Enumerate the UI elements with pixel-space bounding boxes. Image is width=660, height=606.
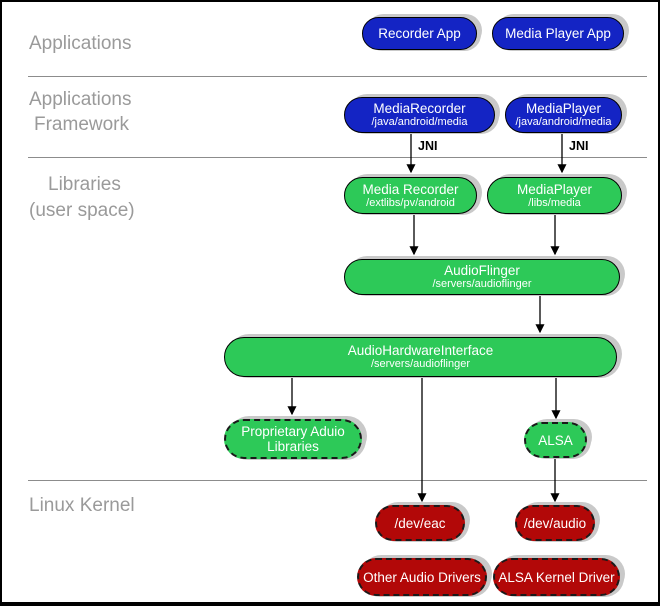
node-title: /dev/audio bbox=[523, 515, 587, 531]
node-title: MediaPlayer bbox=[516, 181, 593, 197]
node-title: AudioFlinger bbox=[444, 263, 520, 278]
node-alsa-kernel-driver: ALSA Kernel Driver bbox=[493, 558, 620, 596]
node-title: Recorder App bbox=[378, 26, 461, 41]
node-title: ALSA Kernel Driver bbox=[498, 569, 615, 585]
node-audioflinger: AudioFlinger /servers/audioflinger bbox=[344, 259, 620, 295]
section-label-framework-line2: Framework bbox=[34, 114, 130, 135]
section-label-linux-kernel: Linux Kernel bbox=[29, 495, 135, 516]
jni-label-left: JNI bbox=[418, 139, 438, 153]
node-title: AudioHardwareInterface bbox=[347, 343, 494, 358]
node-path: /java/android/media bbox=[371, 116, 468, 128]
node-title-line2: Libraries bbox=[267, 439, 319, 454]
divider-libraries-kernel bbox=[28, 480, 647, 481]
divider-applications-framework bbox=[28, 76, 647, 77]
node-mediaplayer-framework: MediaPlayer /java/android/media bbox=[505, 97, 622, 133]
node-dev-eac: /dev/eac bbox=[375, 505, 465, 541]
node-other-audio-drivers: Other Audio Drivers bbox=[357, 558, 487, 596]
section-label-framework-line1: Applications bbox=[29, 89, 132, 110]
node-path: /servers/audioflinger bbox=[370, 358, 471, 370]
node-path: /java/android/media bbox=[515, 116, 612, 128]
node-title: MediaRecorder bbox=[373, 101, 466, 116]
jni-label-right: JNI bbox=[569, 139, 589, 153]
node-mediarecorder-framework: MediaRecorder /java/android/media bbox=[344, 97, 495, 133]
node-proprietary-audio-libraries: Proprietary Aduio Libraries bbox=[224, 419, 362, 459]
node-media-recorder-library: Media Recorder /extlibs/pv/android bbox=[344, 177, 477, 214]
node-audiohardwareinterface: AudioHardwareInterface /servers/audiofli… bbox=[224, 337, 617, 377]
node-path: /servers/audioflinger bbox=[432, 278, 532, 290]
node-title: Media Player App bbox=[505, 26, 611, 41]
node-title: Other Audio Drivers bbox=[363, 569, 481, 585]
node-path: /extlibs/pv/android bbox=[366, 196, 455, 209]
node-mediaplayer-library: MediaPlayer /libs/media bbox=[487, 177, 622, 214]
divider-framework-libraries bbox=[28, 157, 647, 158]
node-recorder-app: Recorder App bbox=[362, 17, 477, 50]
section-label-libraries-line1: Libraries bbox=[48, 174, 121, 195]
section-label-applications: Applications bbox=[29, 33, 132, 54]
node-path: /libs/media bbox=[528, 196, 581, 209]
node-media-player-app: Media Player App bbox=[492, 17, 624, 50]
node-title: Proprietary Aduio bbox=[241, 424, 345, 439]
node-title: Media Recorder bbox=[362, 181, 459, 197]
node-title: ALSA bbox=[538, 432, 573, 448]
node-alsa: ALSA bbox=[524, 422, 587, 458]
section-label-libraries-line2: (user space) bbox=[29, 200, 135, 221]
node-title: MediaPlayer bbox=[525, 101, 602, 116]
node-title: /dev/eac bbox=[394, 515, 446, 531]
node-dev-audio: /dev/audio bbox=[515, 505, 595, 541]
